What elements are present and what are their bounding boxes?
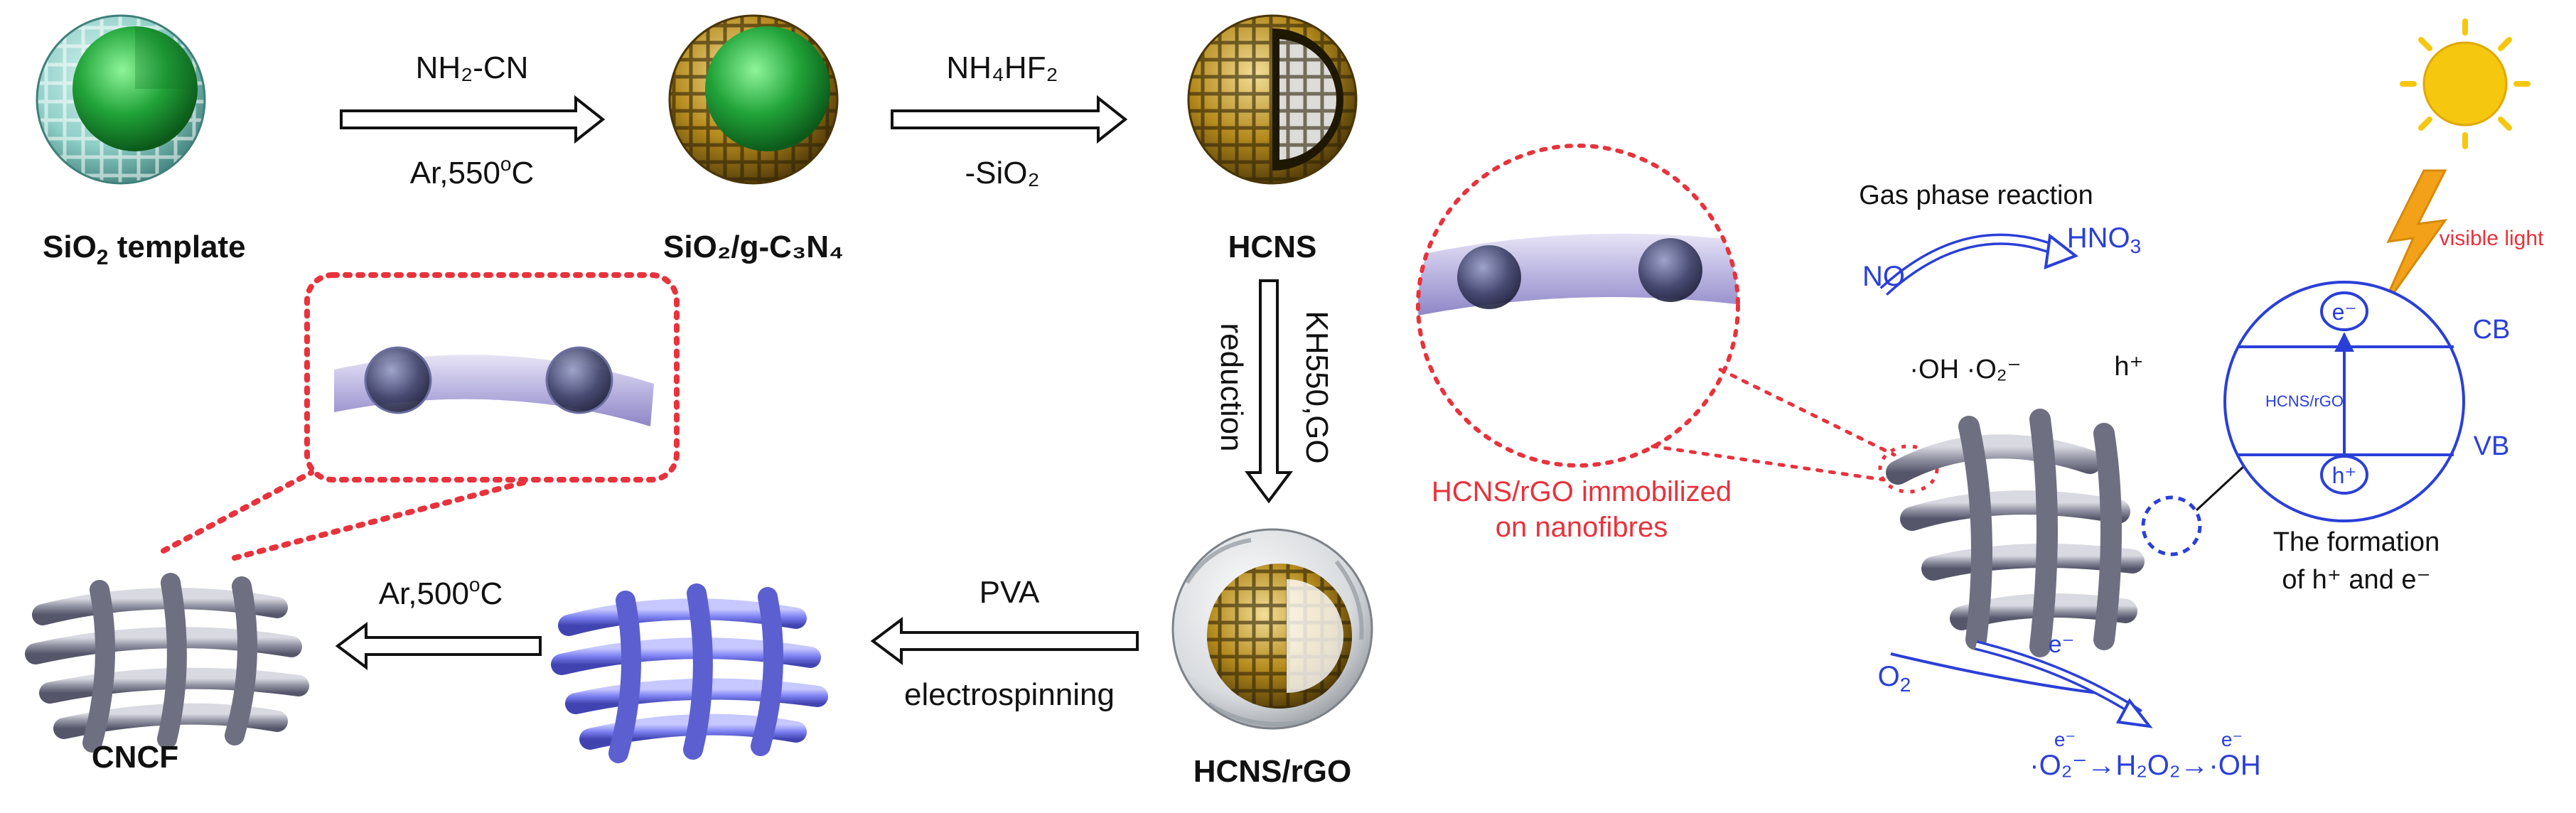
- left-zoom-inset: [161, 272, 680, 561]
- step1-condition-label: Ar,550oC: [410, 153, 535, 190]
- gas-phase-reaction-title: Gas phase reaction: [1859, 181, 2093, 210]
- step1-reagent-label: NH₂-CN: [416, 50, 529, 85]
- step4-condition-label: electrospinning: [904, 677, 1115, 712]
- cncf-fiber-mat: [25, 573, 309, 753]
- hcns-label: HCNS: [1228, 230, 1317, 264]
- step1-arrow: [340, 95, 606, 144]
- step3-condition-label: reduction: [1214, 323, 1249, 451]
- band-caption-line1: The formation: [2273, 527, 2440, 557]
- step3-reagent-label: KH550,GO: [1299, 311, 1334, 463]
- cncf-label: CNCF: [92, 740, 178, 775]
- band-diagram: [2223, 281, 2465, 522]
- cb-label: CB: [2473, 315, 2511, 345]
- electron-label-o2: e⁻: [2049, 631, 2075, 658]
- o2-label: O2: [1878, 661, 1911, 696]
- catalyst-fiber-knot: [1886, 409, 2145, 657]
- no-to-hno3-arrow: [1879, 233, 2079, 296]
- no-label: NO: [1862, 261, 1905, 292]
- right-zoom-circle: [1416, 144, 1939, 494]
- catalyst-highlight-circle: [2141, 495, 2202, 556]
- radicals-label: ·OH ·O₂⁻: [1909, 355, 2021, 384]
- visible-light-label: visible light: [2440, 227, 2544, 250]
- band-hole-label: h⁺: [2332, 463, 2357, 488]
- step4-reagent-label: PVA: [980, 575, 1040, 610]
- hcns-sphere: [1187, 14, 1358, 185]
- o2-reduction-arrow: [1890, 640, 2153, 728]
- step4-arrow: [870, 617, 1139, 665]
- sio2-template-sphere: [36, 14, 206, 185]
- hcns-rgo-label: HCNS/rGO: [1193, 754, 1351, 789]
- sio2-template-label: SiO2 template: [43, 230, 246, 269]
- band-electron-label: e⁻: [2332, 299, 2357, 325]
- step2-reagent-label: NH₄HF₂: [946, 50, 1058, 85]
- hole-label: h⁺: [2114, 352, 2143, 382]
- hcns-rgo-sphere: [1171, 528, 1373, 730]
- pva-fiber-mat: [551, 583, 828, 763]
- band-material-label: HCNS/rGO: [2265, 392, 2344, 410]
- hno3-label: HNO3: [2067, 222, 2141, 257]
- step5-condition-label: Ar,500oC: [379, 574, 503, 611]
- radical-chain-label: ·O₂⁻→H₂O₂→·OH: [2029, 750, 2260, 781]
- vb-label: VB: [2474, 431, 2510, 461]
- zoom-caption-line2: on nanofibres: [1496, 512, 1668, 543]
- step3-arrow: [1245, 279, 1293, 504]
- electron-label-chain-2: e⁻: [2221, 728, 2243, 750]
- sio2-gc3n4-sphere: [668, 14, 839, 185]
- step5-arrow: [335, 622, 542, 670]
- band-caption-line2: of h⁺ and e⁻: [2282, 565, 2430, 595]
- electron-label-chain-1: e⁻: [2054, 728, 2076, 750]
- sio2-gc3n4-label: SiO₂/g-C₃N₄: [663, 230, 844, 264]
- zoom-caption-line1: HCNS/rGO immobilized: [1432, 476, 1732, 507]
- step2-condition-label: -SiO₂: [965, 156, 1039, 190]
- lightning-bolt-icon: [2378, 169, 2448, 313]
- sun-icon: [2400, 18, 2531, 149]
- step2-arrow: [891, 95, 1128, 144]
